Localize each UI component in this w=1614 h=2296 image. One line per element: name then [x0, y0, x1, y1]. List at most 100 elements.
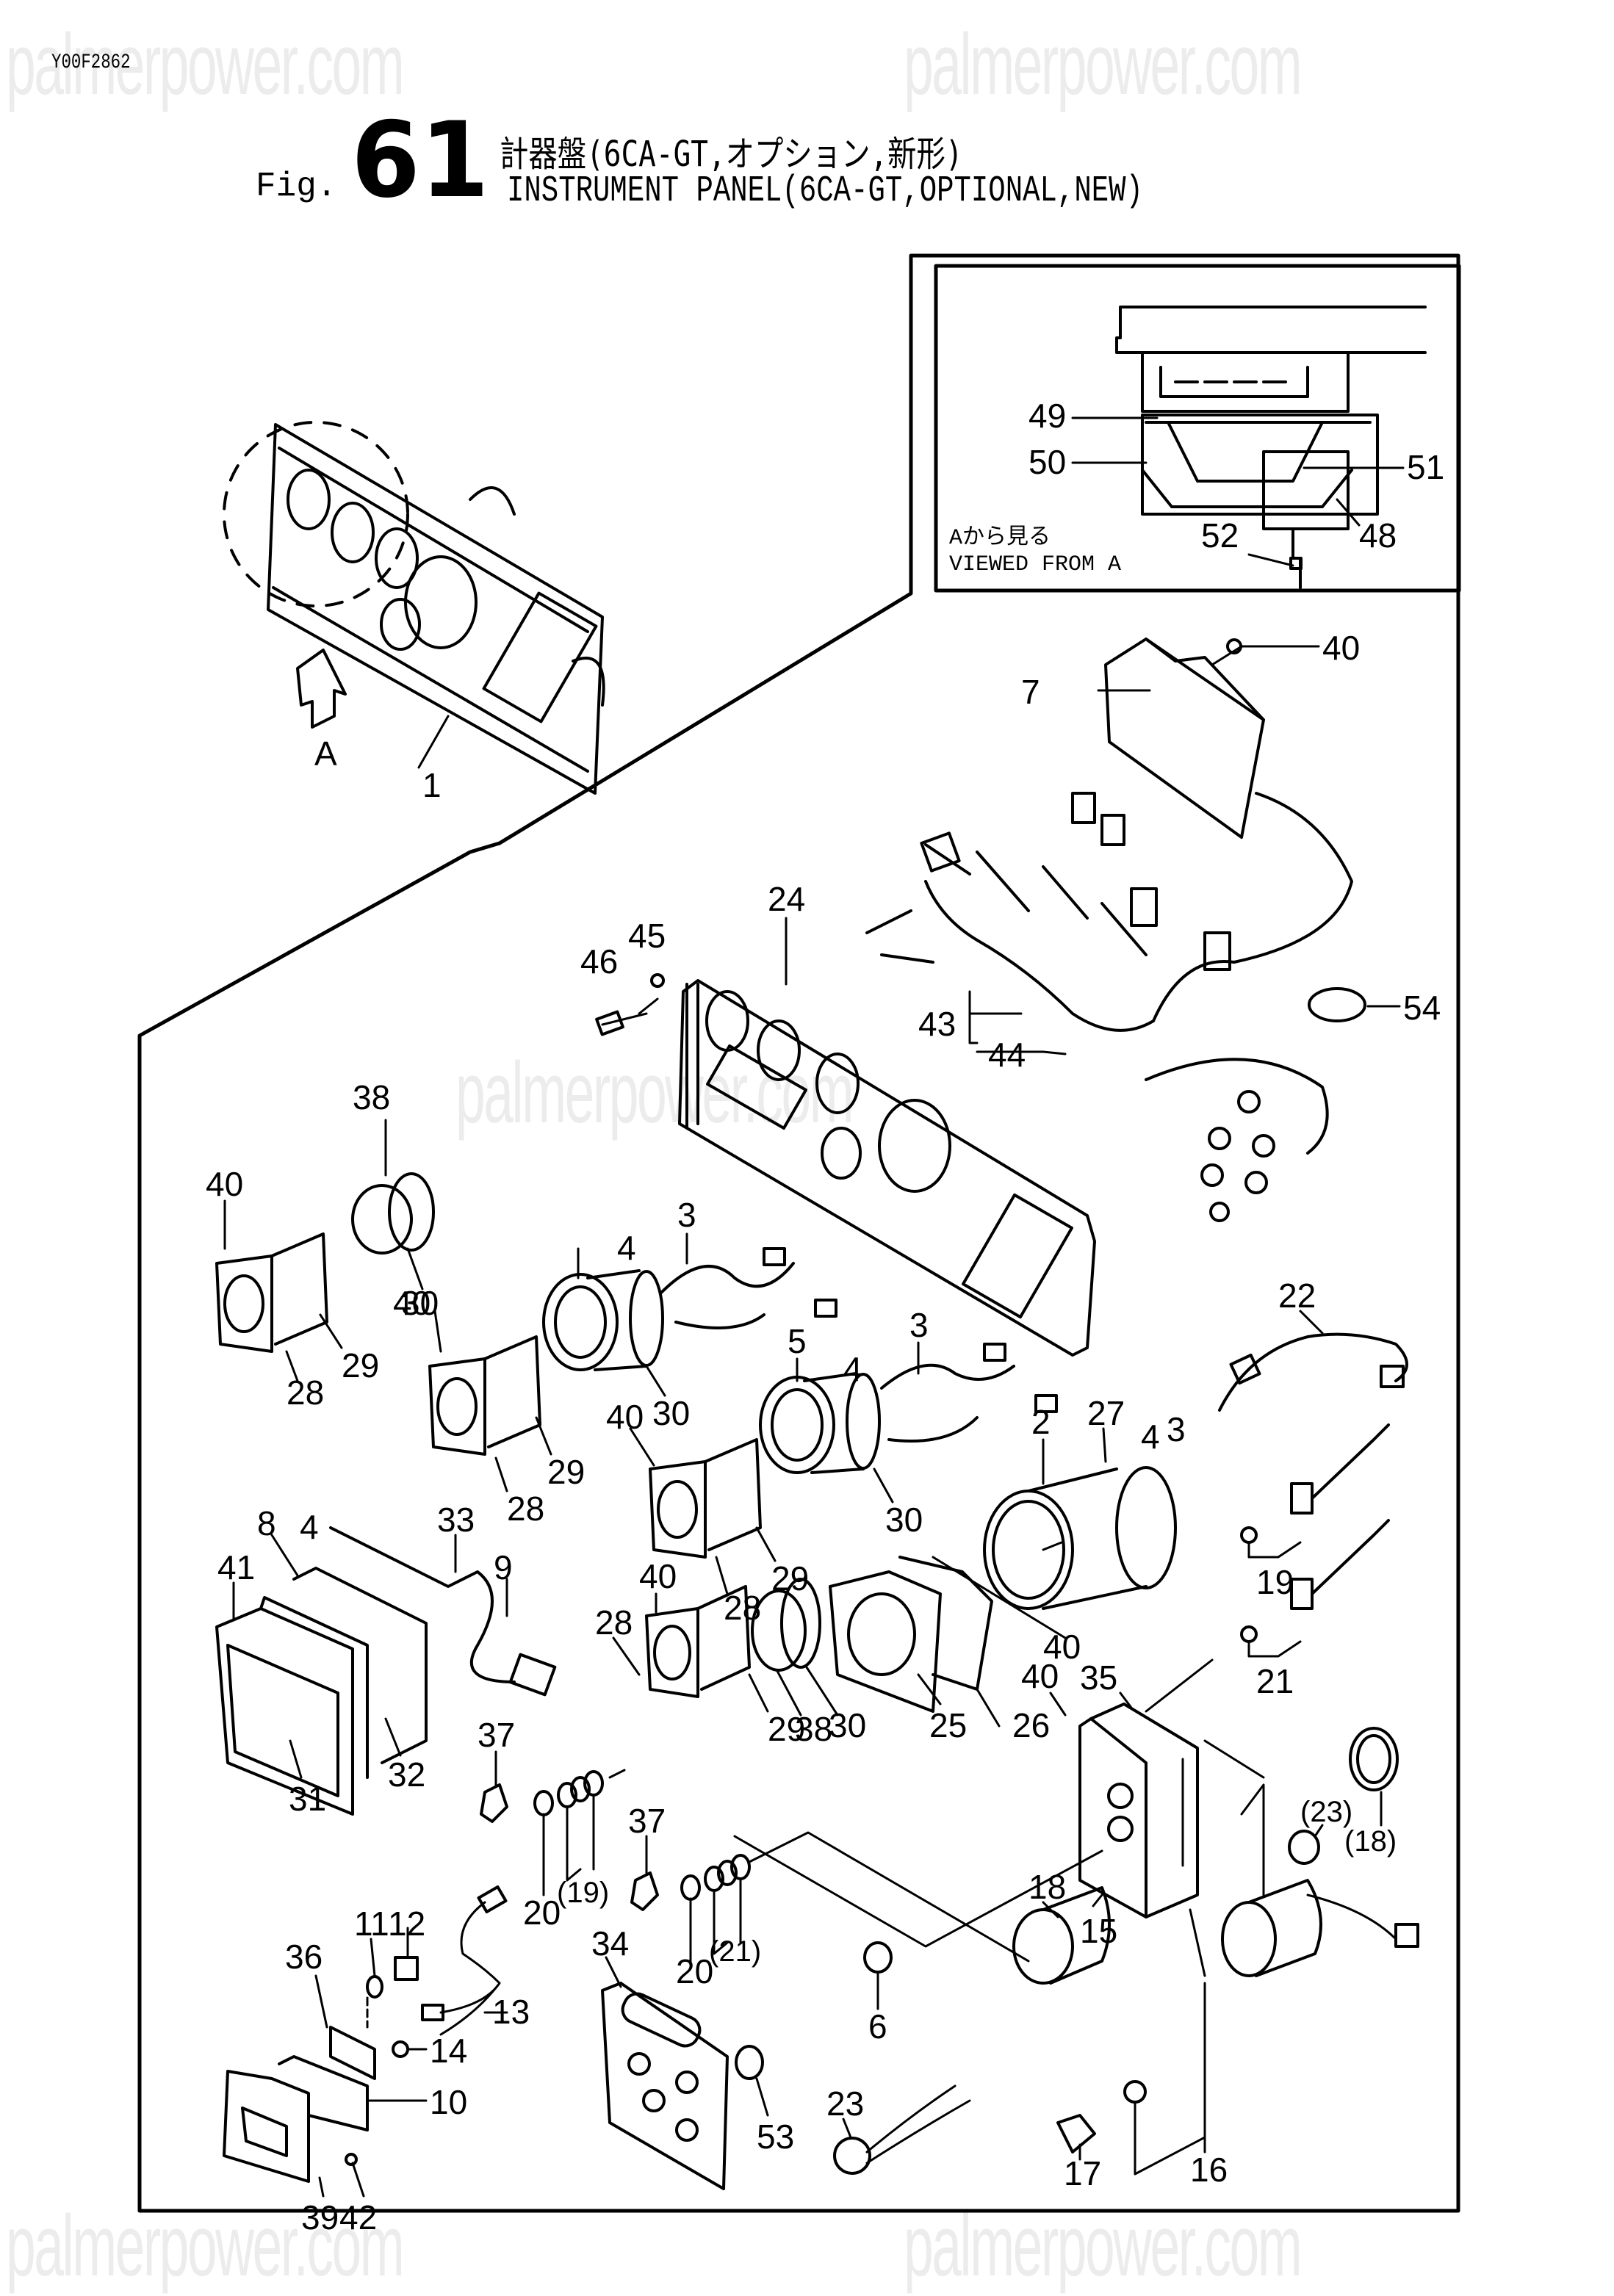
callout-40d: 40 [606, 1398, 644, 1436]
callout-39: 39 [301, 2198, 339, 2237]
callout-29a: 29 [342, 1346, 379, 1385]
callout-28a: 28 [287, 1373, 324, 1412]
callout-42: 42 [339, 2198, 377, 2237]
switch-19: 19 [1240, 1423, 1390, 1601]
figure-prefix: Fig. [256, 167, 337, 206]
assembly-leader-lines [932, 1556, 1265, 1977]
callout-40b: 40 [206, 1165, 243, 1203]
switch-16: 16 [1123, 1879, 1419, 2189]
callout-10: 10 [430, 2083, 467, 2121]
callout-40f: 40 [1021, 1657, 1059, 1695]
warning-lamp-unit: 41 8 4 33 9 31 32 [215, 1501, 557, 1818]
knob-37-a: 37 [478, 1716, 515, 1823]
watermark: palmerpower.com [455, 1044, 854, 1141]
callout-27: 27 [1087, 1394, 1125, 1432]
callout-44: 44 [988, 1036, 1026, 1074]
callout-18b: (18) [1344, 1825, 1397, 1858]
callout-50: 50 [1028, 443, 1066, 481]
callout-33: 33 [437, 1501, 475, 1539]
callout-20a: 20 [523, 1894, 561, 1932]
callout-30c: 30 [885, 1501, 923, 1539]
callout-43: 43 [918, 1005, 956, 1043]
callout-28d: 28 [595, 1603, 633, 1642]
callout-4c: 4 [1141, 1418, 1160, 1456]
gauge-bezel-group-3: 40 28 29 [606, 1398, 809, 1627]
watermark: palmerpower.com [6, 2198, 405, 2295]
callout-4a: 4 [617, 1229, 636, 1267]
diagram-frame [137, 253, 1460, 2213]
callout-5: 5 [788, 1322, 807, 1360]
wire-harness-43: 43 44 [865, 792, 1353, 1222]
callout-45: 45 [628, 917, 666, 955]
callout-19: 19 [1256, 1563, 1294, 1601]
callout-23: 23 [826, 2084, 864, 2123]
sub-panel-35: 35 15 40 [1043, 1628, 1199, 1950]
callout-40c: 40 [393, 1284, 430, 1322]
callout-17: 17 [1064, 2154, 1101, 2192]
callout-37b: 37 [628, 1802, 666, 1840]
callout-40a: 40 [1322, 629, 1360, 667]
view-arrow-a: A [296, 649, 347, 773]
watermark: palmerpower.com [6, 16, 405, 113]
callout-46: 46 [580, 942, 618, 981]
inset-caption-jp: Aから見る [949, 526, 1051, 551]
drawing-code: Y00F2862 [51, 51, 131, 74]
label-plate-34: 34 53 [591, 1924, 794, 2190]
callout-22: 22 [1278, 1277, 1316, 1315]
callout-13: 13 [492, 1993, 530, 2031]
callout-49: 49 [1028, 397, 1066, 435]
callout-6: 6 [868, 2007, 887, 2046]
washers-19: 20 (19) [523, 1769, 1103, 1948]
callout-31: 31 [289, 1780, 326, 1818]
callout-2: 2 [1031, 1403, 1051, 1441]
callout-53: 53 [757, 2118, 794, 2156]
washers-21: 20 (21) [676, 1831, 1030, 1990]
figure-title-en: INSTRUMENT PANEL(6CA-GT,OPTIONAL,NEW) [507, 170, 1143, 212]
callout-3b: 3 [909, 1306, 929, 1344]
callout-28b: 28 [507, 1490, 544, 1528]
gauge-47: 4 3 30 [542, 1196, 837, 1432]
callout-26: 26 [1012, 1706, 1050, 1744]
callout-24: 24 [768, 880, 805, 918]
callout-54: 54 [1403, 989, 1441, 1027]
key-17: 17 [1056, 2114, 1101, 2192]
view-arrow-label: A [314, 734, 337, 773]
callout-38a: 38 [353, 1078, 390, 1116]
rocker-switch-unit: 36 10 11 12 13 14 39 42 [223, 1885, 530, 2237]
callout-34: 34 [591, 1924, 629, 1963]
ring-18-ref: (18) (23) [1288, 1727, 1399, 1865]
harness-22: 22 [1218, 1277, 1408, 1412]
callout-37a: 37 [478, 1716, 515, 1754]
callout-18: 18 [1028, 1868, 1066, 1906]
callout-21: 21 [1256, 1662, 1294, 1700]
callout-40g: 40 [1043, 1628, 1081, 1666]
assembled-instrument-panel: 1 [223, 421, 605, 804]
callout-1: 1 [422, 766, 442, 804]
callout-40e: 40 [639, 1557, 677, 1595]
indicator-lamp-6: 6 [863, 1941, 893, 2046]
callout-23b: (23) [1300, 1796, 1352, 1828]
callout-4d: 4 [300, 1508, 319, 1546]
callout-12: 12 [388, 1905, 425, 1943]
callout-3a: 3 [677, 1196, 696, 1234]
figure-number: 61 [351, 100, 489, 221]
callout-35: 35 [1080, 1658, 1117, 1697]
inset-caption-en: VIEWED FROM A [949, 552, 1121, 577]
callout-20b: 20 [676, 1952, 713, 1990]
callout-16: 16 [1190, 2151, 1228, 2189]
panel-plate-24: 24 46 45 [580, 880, 1096, 1357]
switch-21: 21 [1240, 1519, 1390, 1700]
buzzer-18: 18 [1012, 1868, 1111, 1985]
callout-15: 15 [1080, 1912, 1117, 1950]
callout-3c: 3 [1167, 1410, 1186, 1448]
control-module-7: 7 40 [1021, 629, 1360, 839]
watermark: palmerpower.com [904, 16, 1303, 113]
clamp-54: 54 [1308, 987, 1441, 1027]
inset-view-a: 49 50 51 48 52 Aから見る VIEWED FROM A [934, 264, 1461, 593]
callout-30b: 30 [652, 1394, 690, 1432]
callout-30d: 30 [829, 1706, 866, 1744]
gauge-bezel-group-4: 40 28 29 38 30 [595, 1557, 866, 1748]
callout-7: 7 [1021, 673, 1040, 711]
callout-52: 52 [1201, 516, 1239, 555]
